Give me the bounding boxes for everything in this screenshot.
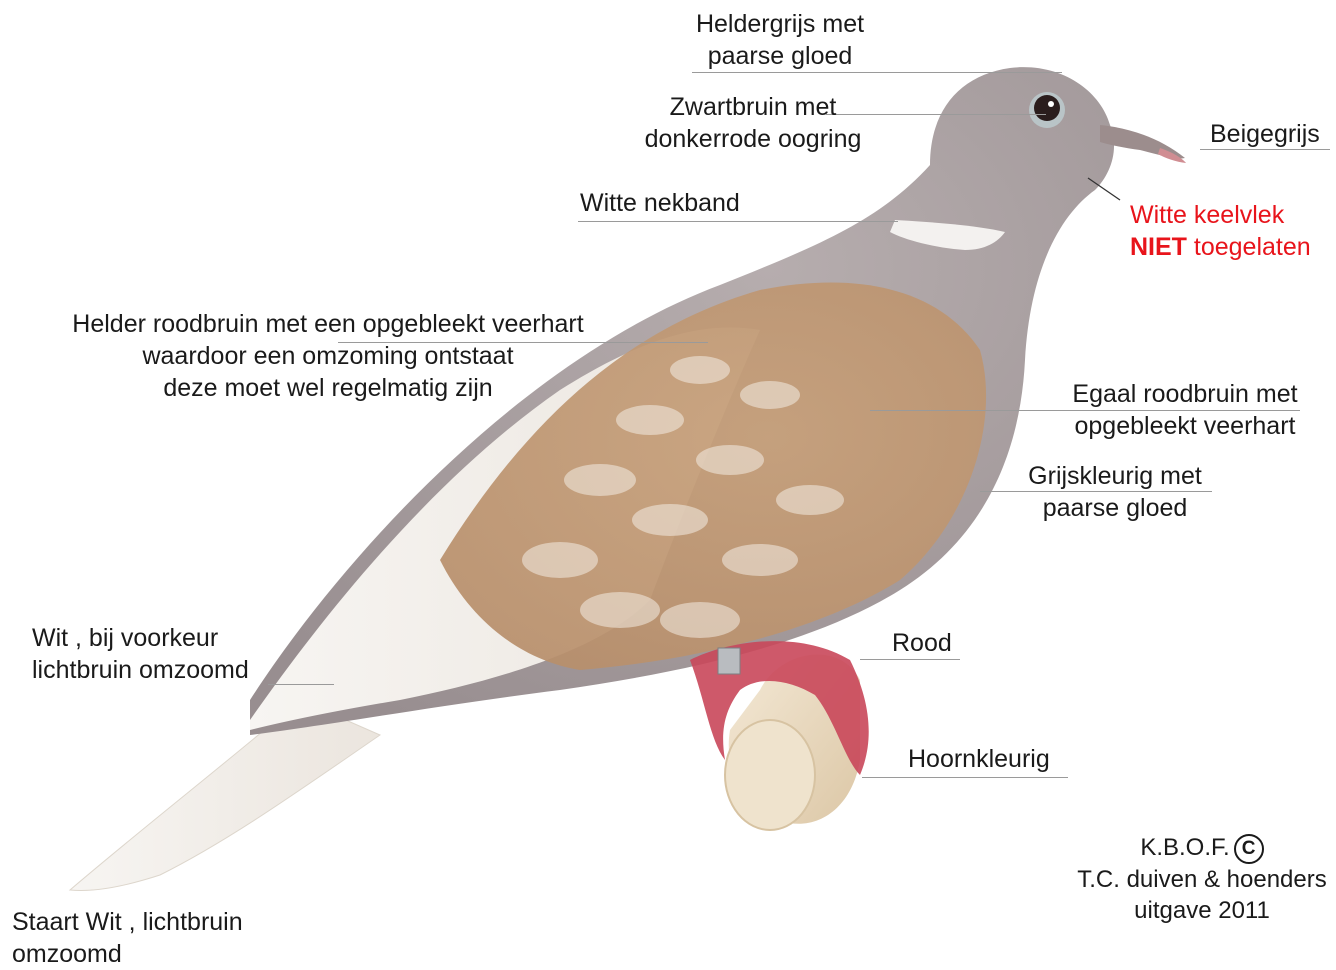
label-tail: Staart Wit , lichtbruin omzoomd (12, 906, 243, 970)
label-wing: Helder roodbruin met een opgebleekt veer… (40, 308, 616, 404)
eye (1034, 95, 1060, 121)
leader-nails (862, 777, 1068, 778)
leader-head (692, 72, 1062, 73)
tail-shape (70, 700, 380, 890)
label-breast: Grijskleurig met paarse gloed (1010, 460, 1220, 524)
label-beak: Beigegrijs (1210, 118, 1320, 150)
leg-band (718, 648, 740, 674)
copyright-org: K.B.O.F. (1140, 834, 1229, 861)
copyright-line3: uitgave 2011 (1064, 895, 1336, 926)
label-throat: Witte keelvlek NIET toegelaten (1130, 199, 1311, 263)
label-shoulder: Egaal roodbruin met opgebleekt veerhart (1050, 378, 1320, 442)
label-flight: Wit , bij voorkeur lichtbruin omzoomd (32, 622, 249, 686)
leader-flight (268, 684, 334, 685)
label-collar: Witte nekband (580, 187, 740, 219)
leader-collar (578, 221, 898, 222)
leader-feet (860, 659, 960, 660)
copyright-line2: T.C. duiven & hoenders (1064, 864, 1336, 895)
copyright-block: K.B.O.F.C T.C. duiven & hoenders uitgave… (1064, 832, 1336, 926)
label-nails: Hoornkleurig (908, 743, 1050, 775)
copyright-icon: C (1234, 834, 1264, 864)
label-feet: Rood (892, 627, 952, 659)
label-eye: Zwartbruin met donkerrode oogring (620, 91, 886, 155)
label-head: Heldergrijs met paarse gloed (660, 8, 900, 72)
